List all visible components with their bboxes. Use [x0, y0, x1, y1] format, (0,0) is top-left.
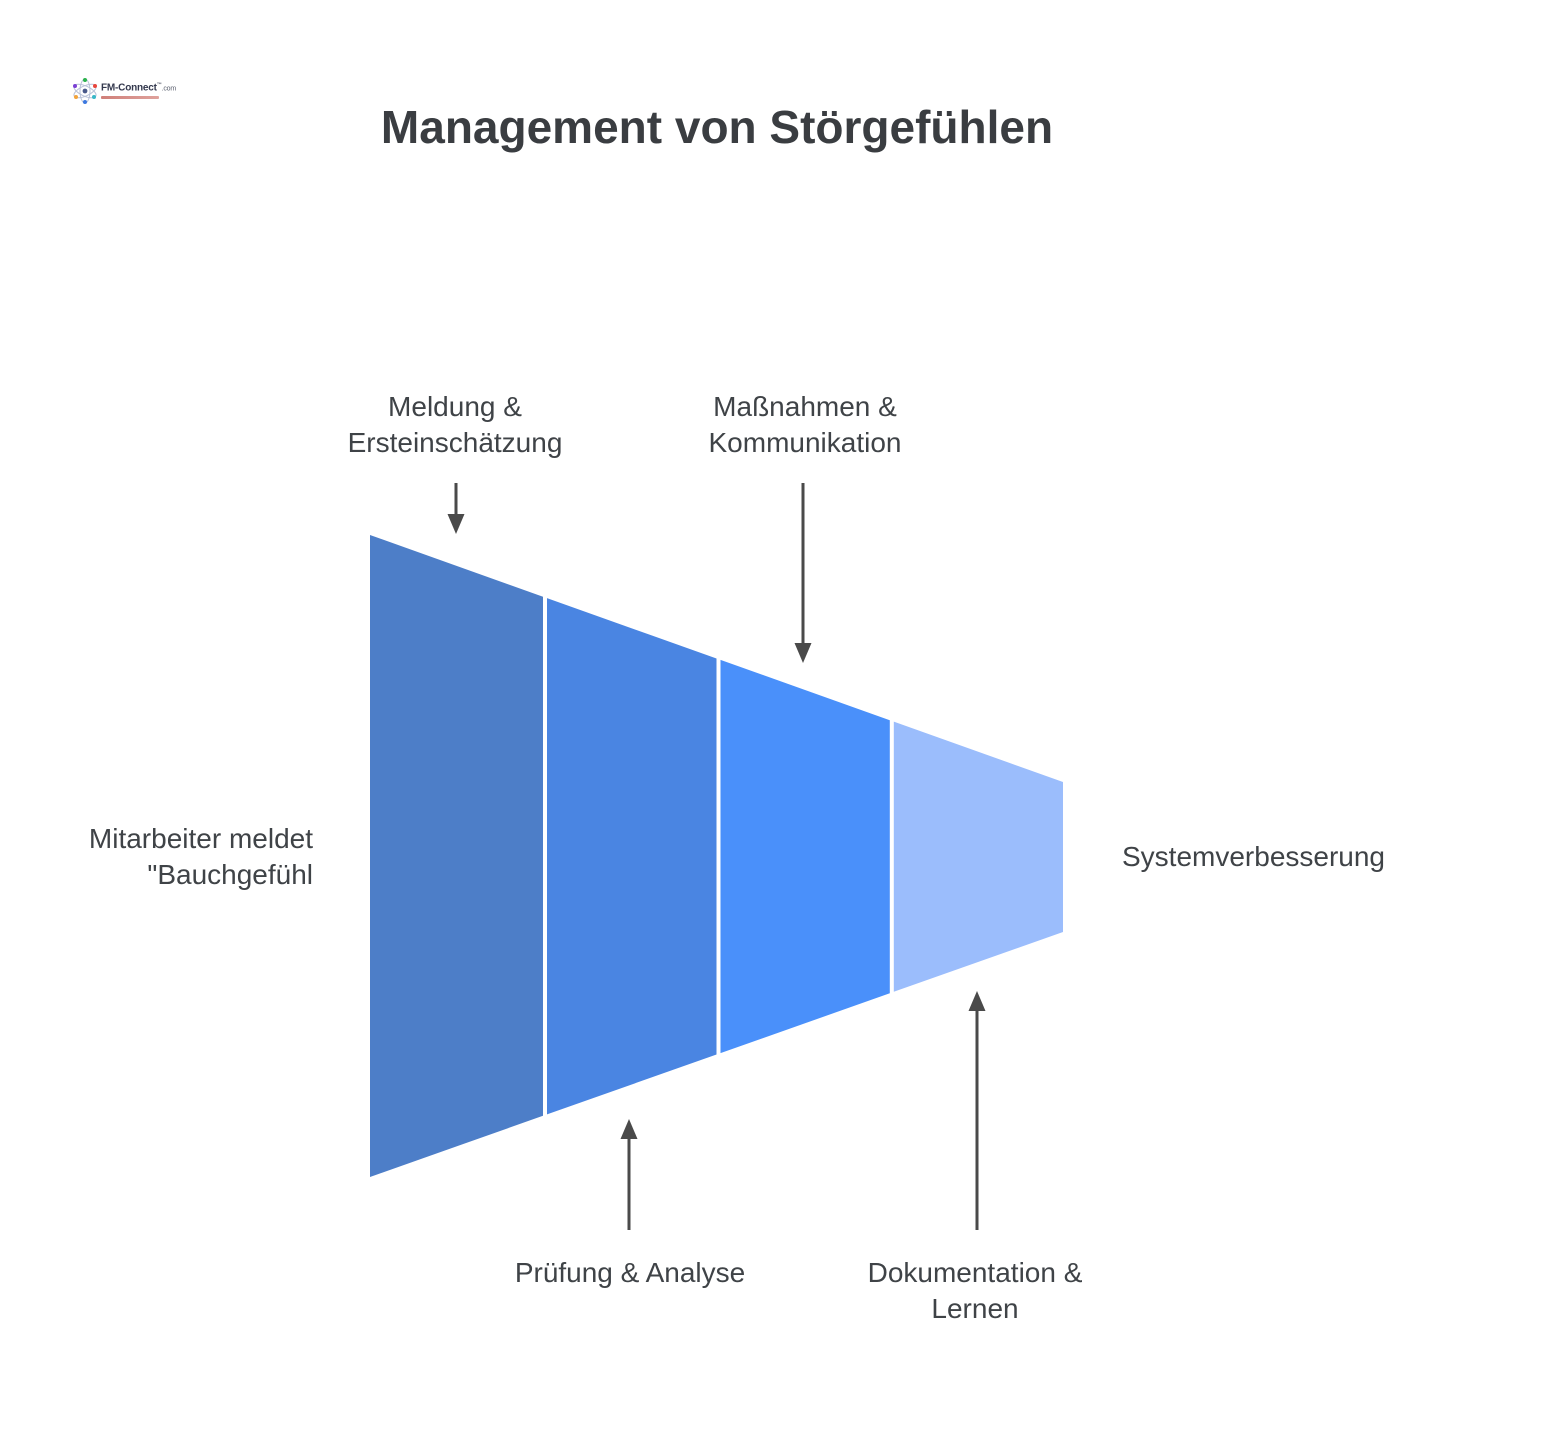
- arrow-up-stage4: [968, 991, 986, 1230]
- logo-suffix: .com: [161, 85, 177, 93]
- arrow-down-stage3: [794, 483, 812, 663]
- funnel-segment-3: [720, 659, 890, 1054]
- funnel-segment-4: [893, 721, 1063, 992]
- funnel-segment-2: [547, 598, 717, 1115]
- logo-tm-mark: ™: [156, 82, 162, 89]
- label-stage4-dokumentation: Dokumentation & Lernen: [867, 1257, 1083, 1324]
- logo-brand: FM-Connect™.com: [101, 82, 177, 94]
- label-stage2-pruefung: Prüfung & Analyse: [514, 1257, 746, 1288]
- page-title: Management von Störgefühlen: [380, 101, 1054, 153]
- label-funnel-input: Mitarbeiter meldet "Bauchgefühl: [88, 823, 313, 890]
- logo-tagline-bar: [101, 95, 159, 99]
- funnel-segment-1: [370, 535, 543, 1177]
- label-stage3-massnahmen: Maßnahmen & Kommunikation: [708, 391, 902, 458]
- label-stage1-meldung: Meldung & Ersteinschätzung: [347, 391, 563, 458]
- arrow-up-stage2: [620, 1119, 638, 1230]
- logo-atom-icon: [73, 78, 97, 104]
- arrow-down-stage1: [447, 483, 465, 534]
- label-funnel-output: Systemverbesserung: [1122, 841, 1386, 872]
- logo-text: FM-Connect™.com: [101, 82, 177, 99]
- logo: FM-Connect™.com: [72, 78, 176, 104]
